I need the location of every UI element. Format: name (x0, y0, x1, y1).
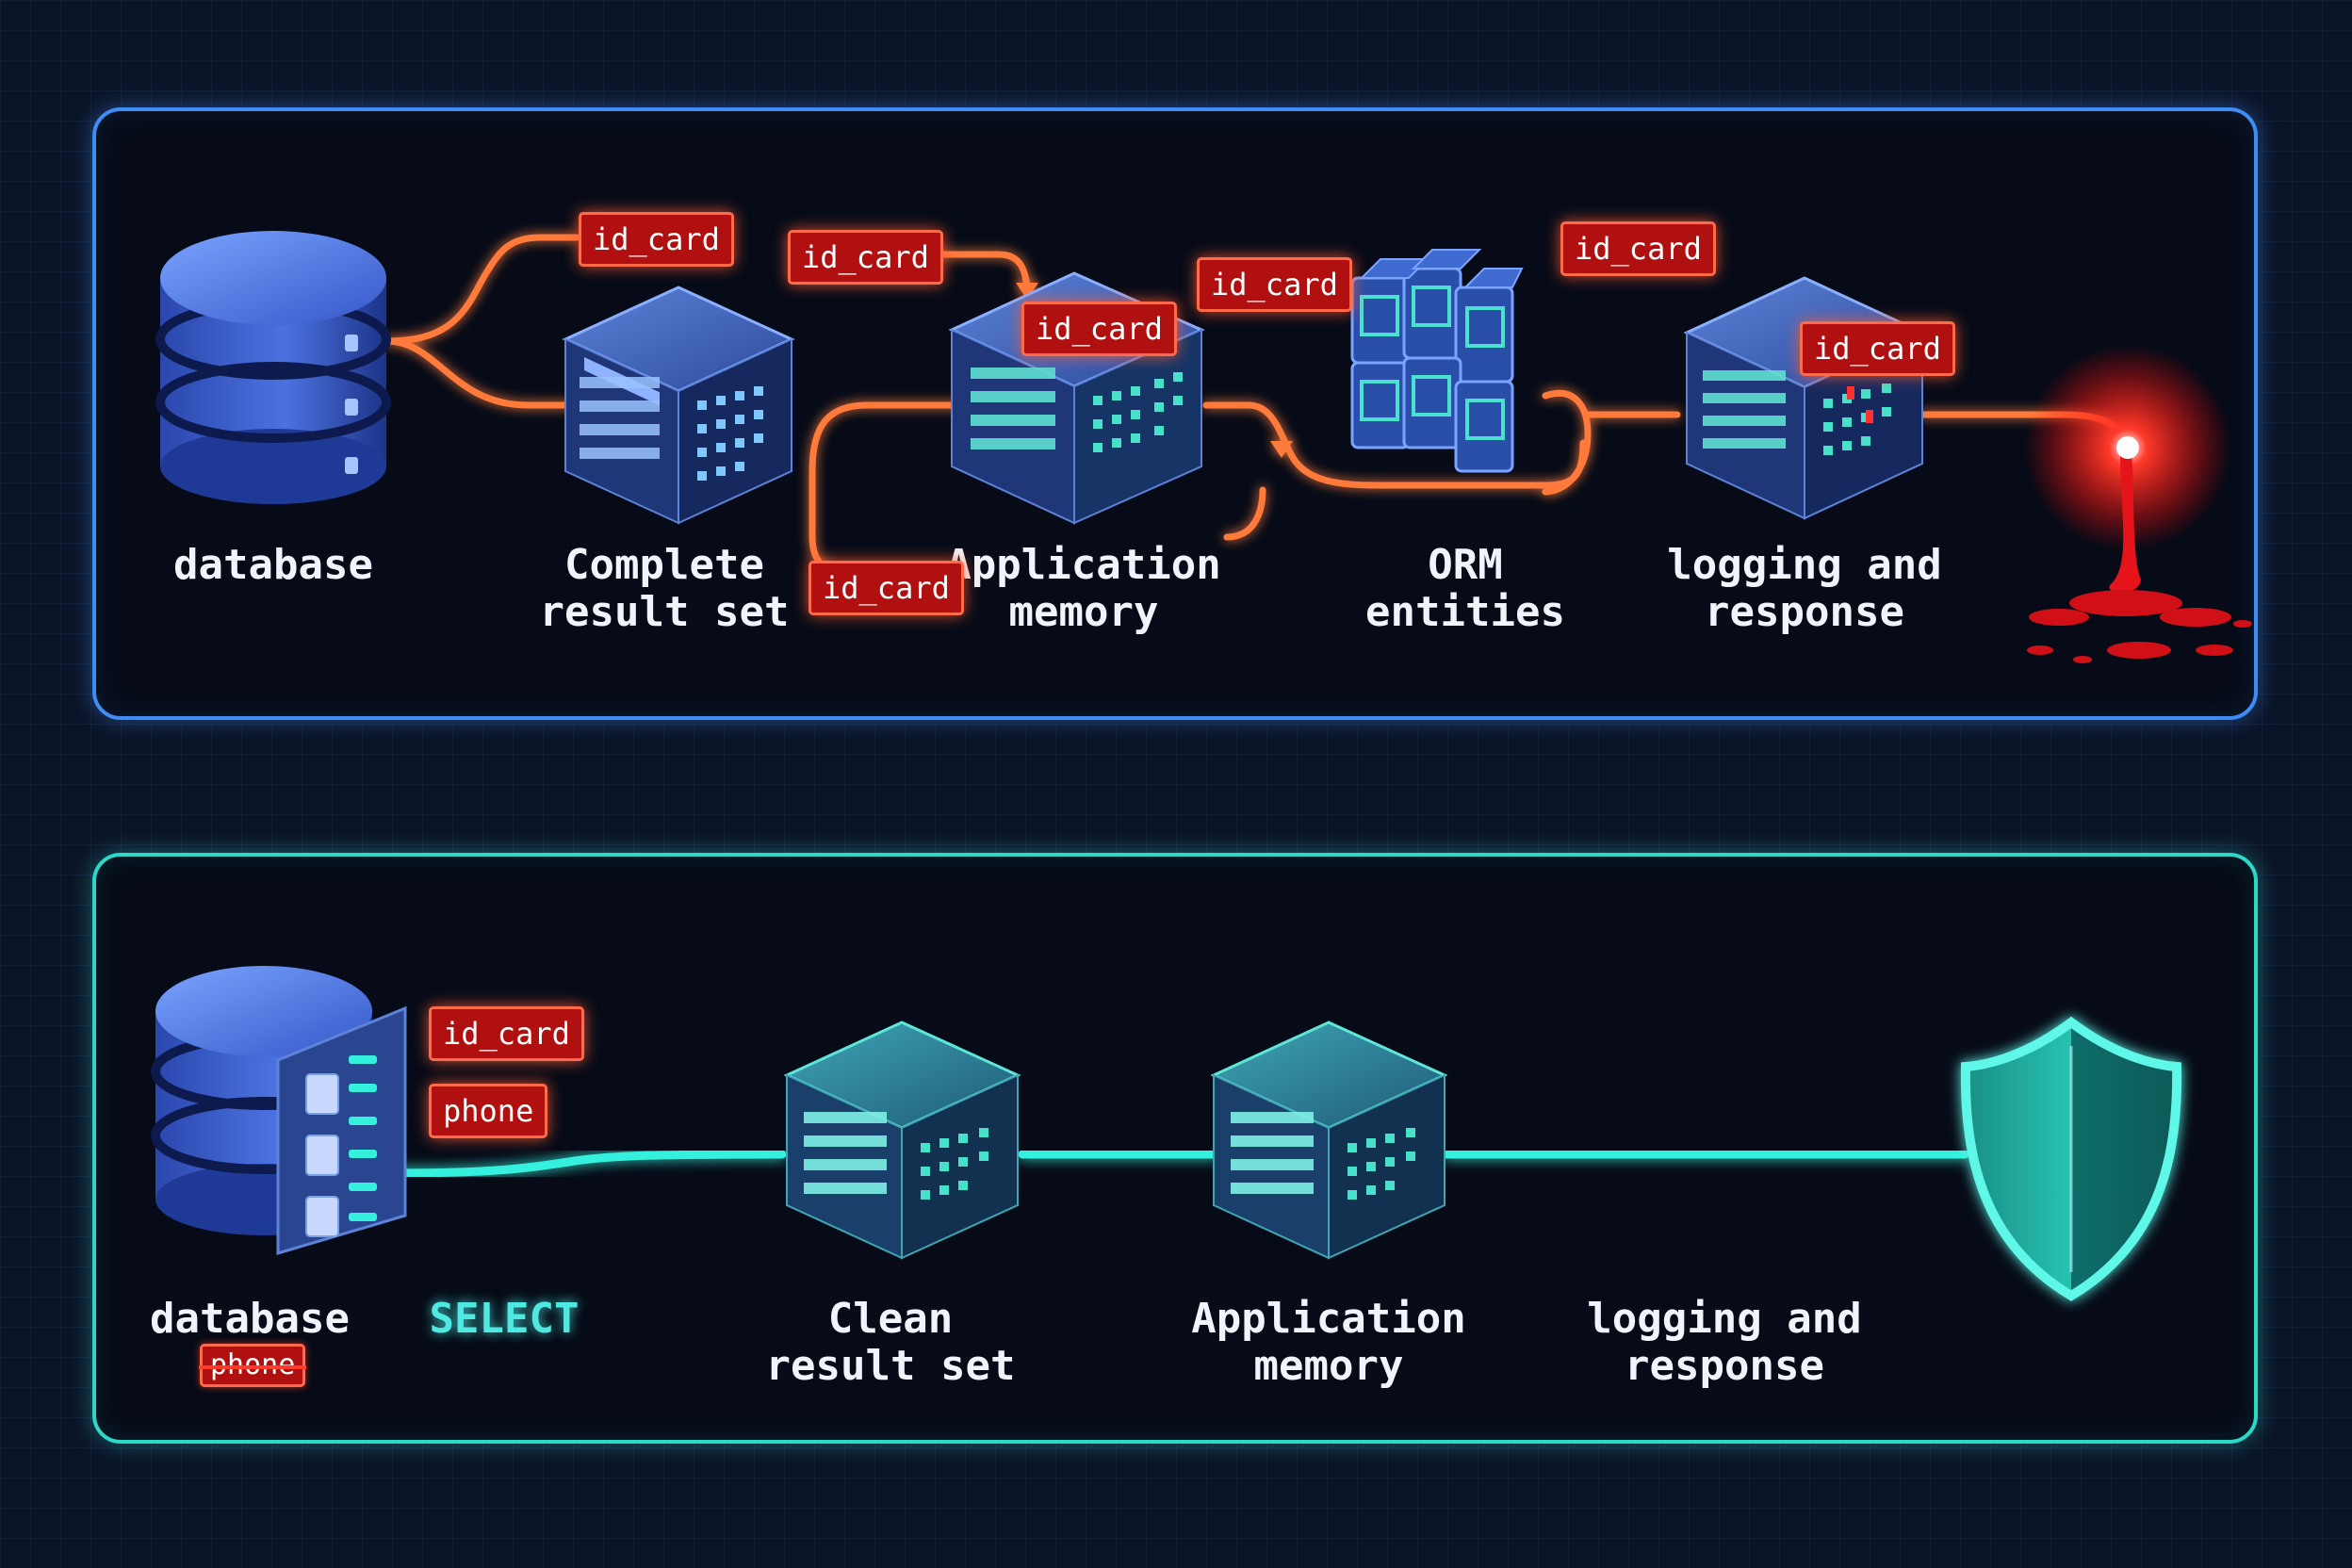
label-line-2: response (1625, 1342, 1824, 1390)
label-clean-result-set: Clean result set (754, 1296, 1027, 1390)
label-line-2: memory (1253, 1342, 1404, 1390)
leak-arrowheads (1016, 283, 1293, 458)
strikethrough-line (199, 1365, 307, 1369)
safe-flow-panel (92, 853, 2258, 1444)
server-cube-icon (1683, 276, 1926, 520)
label-line-1: Clean (827, 1295, 954, 1343)
label-select-text: SELECT (429, 1295, 580, 1343)
label-application-memory-bottom: Application memory (1183, 1296, 1475, 1390)
label-line-1: Complete (564, 541, 764, 589)
data-leak-drop-icon (2024, 344, 2252, 663)
label-select: SELECT (405, 1296, 603, 1343)
label-line-1: logging and (1587, 1295, 1862, 1343)
id-card-tag: id_card (788, 230, 943, 285)
server-cube-icon (783, 1021, 1021, 1260)
label-database-top: database (170, 542, 377, 589)
leak-path-branch-lower (383, 337, 579, 409)
leak-path-loop-right (1223, 486, 1266, 541)
label-line-2: entities (1365, 588, 1565, 636)
label-logging-response-top: logging and response (1658, 542, 1951, 636)
label-line-1: Application (1191, 1295, 1466, 1343)
label-complete-result-set: Complete result set (537, 542, 792, 636)
database-icon (155, 231, 391, 504)
phone-tag: phone (429, 1084, 548, 1138)
label-line-1: ORM (1428, 541, 1503, 589)
struck-phone-tag: phone (199, 1344, 307, 1387)
id-card-tag: id_card (808, 561, 964, 615)
label-line-2: memory (1008, 588, 1159, 636)
id-card-tag: id_card (1800, 321, 1955, 376)
shield-icon (1960, 1016, 2182, 1301)
id-card-tag: id_card (579, 212, 734, 267)
label-line-1: Application (946, 541, 1221, 589)
server-cube-icon (562, 286, 795, 525)
label-line-2: result set (539, 588, 790, 636)
id-card-tag: id_card (1021, 302, 1177, 356)
server-cube-icon (1210, 1021, 1448, 1260)
leak-path-orm-loop (1542, 389, 1592, 496)
label-database-bottom: database (141, 1296, 358, 1343)
safe-flow-line (391, 1150, 1969, 1178)
label-line-2: response (1705, 588, 1904, 636)
leak-path-branch-upper (383, 234, 580, 345)
id-card-tag: id_card (1197, 257, 1352, 312)
id-card-tag: id_card (429, 1006, 584, 1061)
label-line-2: result set (765, 1342, 1016, 1390)
id-card-tag: id_card (1560, 221, 1716, 276)
database-icon (151, 966, 407, 1256)
label-database-top-text: database (173, 541, 373, 589)
label-database-bottom-text: database (150, 1295, 350, 1343)
struck-phone-text: phone (210, 1348, 295, 1381)
label-orm-entities: ORM entities (1348, 542, 1583, 636)
label-line-1: logging and (1667, 541, 1942, 589)
orm-entity-stack-icon (1350, 249, 1524, 473)
label-logging-response-bottom: logging and response (1578, 1296, 1870, 1390)
label-application-memory-top: Application memory (942, 542, 1225, 636)
